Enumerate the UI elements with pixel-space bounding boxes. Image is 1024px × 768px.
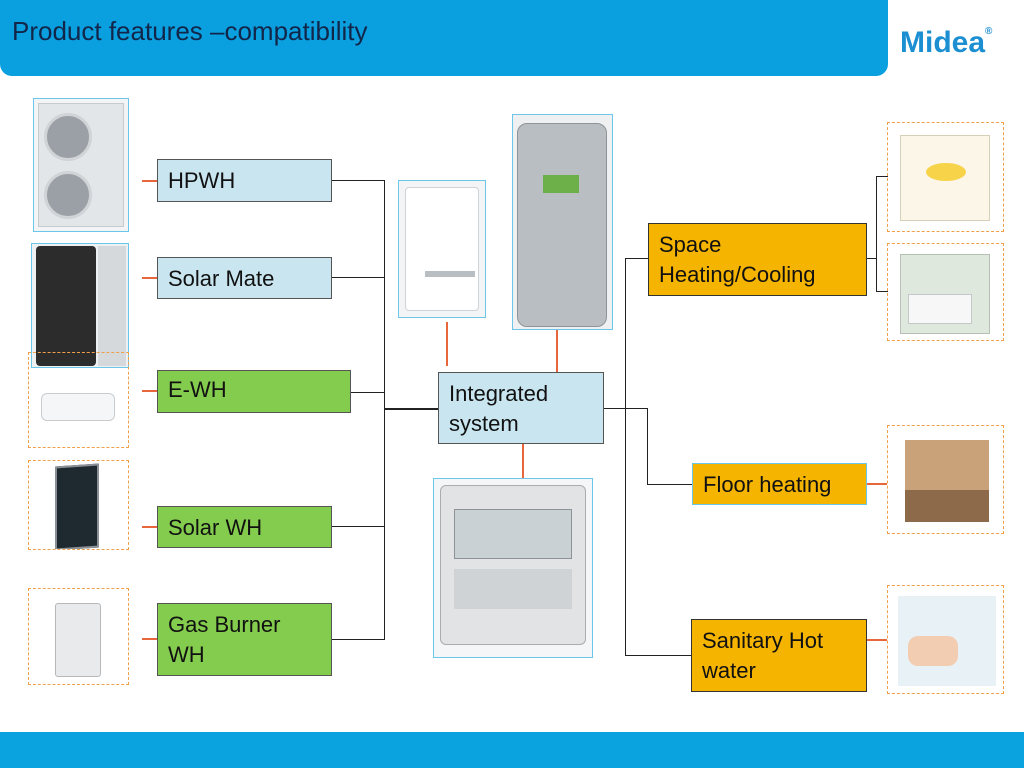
brand-logo: Midea®: [900, 26, 1010, 70]
integrated-system-box: Integrated system: [438, 372, 604, 444]
source-box-hpwh: HPWH: [157, 159, 332, 202]
bracket-line: [332, 639, 385, 640]
connector: [142, 180, 157, 182]
source-label: HPWH: [168, 168, 236, 193]
output-label: Floor heating: [703, 472, 832, 497]
source-label: Solar WH: [168, 515, 263, 540]
boiler-image: [398, 180, 486, 318]
bracket-line: [647, 408, 648, 484]
connector: [142, 638, 157, 640]
center-label: Integrated system: [449, 381, 549, 436]
bracket-line: [625, 258, 626, 656]
output-box-space-heating: Space Heating/Cooling: [648, 223, 867, 296]
source-label: E-WH: [168, 377, 227, 402]
bracket-line: [351, 392, 385, 393]
output-box-sanitary-hot-water: Sanitary Hot water: [691, 619, 867, 692]
bracket-line: [876, 291, 888, 292]
bracket-line: [625, 655, 691, 656]
output-label: Space Heating/Cooling: [659, 232, 816, 287]
bracket-line: [332, 277, 385, 278]
bracket-line: [876, 176, 877, 292]
source-box-gas-burner: Gas Burner WH: [157, 603, 332, 676]
output-label: Sanitary Hot water: [702, 628, 824, 683]
source-label: Gas Burner WH: [168, 612, 281, 667]
bracket-line: [332, 526, 385, 527]
connector: [142, 277, 157, 279]
brand-name: Midea: [900, 26, 986, 59]
space-heating-image: [887, 122, 1004, 232]
bracket-line: [867, 258, 877, 259]
connector: [142, 390, 157, 392]
controller-image: [433, 478, 593, 658]
source-label: Solar Mate: [168, 266, 275, 291]
water-tank-image: [512, 114, 613, 330]
bracket-line: [384, 408, 438, 410]
sanitary-water-image: [887, 585, 1004, 694]
solar-mate-image: [31, 243, 129, 368]
e-wh-image: [28, 352, 129, 448]
source-box-solar-mate: Solar Mate: [157, 257, 332, 299]
title-bar: [0, 0, 888, 76]
bracket-line: [384, 180, 385, 640]
connector: [446, 322, 448, 366]
bracket-line: [876, 176, 888, 177]
bracket-line: [625, 258, 648, 259]
bracket-line: [332, 180, 385, 181]
connector: [867, 483, 887, 485]
registered-mark: ®: [985, 26, 993, 37]
connector: [142, 526, 157, 528]
hpwh-image: [33, 98, 129, 232]
solar-wh-image: [28, 460, 129, 550]
source-box-e-wh: E-WH: [157, 370, 351, 413]
connector: [522, 444, 524, 478]
bracket-line: [604, 408, 648, 409]
gas-burner-image: [28, 588, 129, 685]
output-box-floor-heating: Floor heating: [692, 463, 867, 505]
bracket-line: [647, 484, 692, 485]
connector: [867, 639, 887, 641]
radiator-image: [887, 243, 1004, 341]
connector: [556, 330, 558, 372]
floor-heating-image: [887, 425, 1004, 534]
footer-bar: [0, 732, 1024, 768]
slide-title: Product features –compatibility: [12, 16, 368, 46]
source-box-solar-wh: Solar WH: [157, 506, 332, 548]
